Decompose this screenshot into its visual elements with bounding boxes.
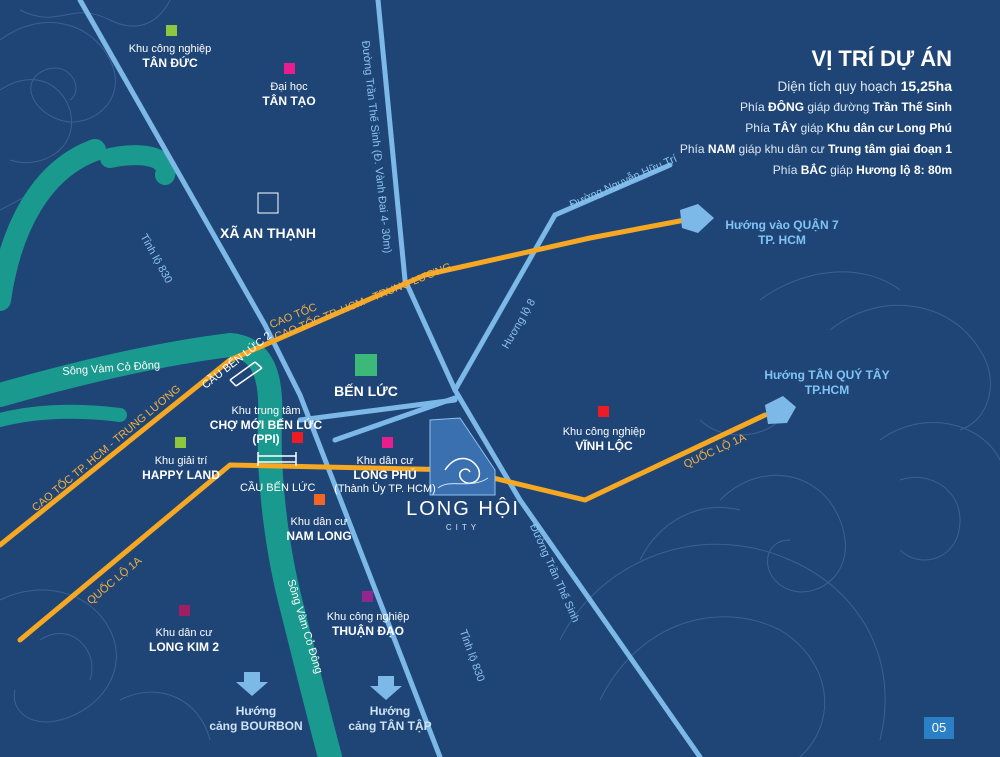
border-east: Phía ĐÔNG giáp đường Trần Thế Sinh bbox=[740, 100, 952, 114]
tan-duc-label: Khu công nghiệp TÂN ĐỨC bbox=[128, 43, 212, 70]
an-thanh-marker bbox=[257, 192, 279, 214]
happy-land-marker bbox=[175, 437, 186, 448]
thuan-dao-label: Khu công nghiệp THUẬN ĐẠO bbox=[326, 611, 410, 638]
cau-ben-luc-label: CẦU BẾN LỨC bbox=[240, 482, 316, 494]
area-row: Diện tích quy hoạch 15,25ha bbox=[777, 78, 952, 94]
tan-tao-marker bbox=[284, 63, 295, 74]
border-south: Phía NAM giáp khu dân cư Trung tâm giai … bbox=[679, 142, 952, 156]
arrow-icons bbox=[236, 204, 796, 700]
logo-name: LONG HỘI bbox=[406, 498, 520, 520]
ben-luc-label: BẾN LỨC bbox=[334, 383, 398, 399]
border-north: Phía BẮC giáp Hương lộ 8: 80m bbox=[772, 163, 952, 177]
arrow-down-icon bbox=[236, 672, 268, 696]
tan-duc-marker bbox=[166, 25, 177, 36]
tan-tao-label: Đại học TÂN TẠO bbox=[262, 81, 316, 108]
thuan-dao-marker bbox=[362, 591, 373, 602]
bridge-markers bbox=[229, 361, 297, 466]
long-kim-label: Khu dân cư LONG KIM 2 bbox=[148, 627, 220, 654]
arrow-right-icon bbox=[765, 396, 796, 424]
bourbon-direction: Hướng cảng BOURBON bbox=[209, 704, 303, 733]
river bbox=[0, 139, 342, 757]
page-number: 05 bbox=[924, 717, 954, 739]
tan-quy-tay-direction: Hướng TÂN QUÝ TÂY TP.HCM bbox=[764, 368, 890, 397]
vinh-loc-marker bbox=[598, 406, 609, 417]
cho-moi-label: Khu trung tâm CHỢ MỚI BẾN LỨC (PPI) bbox=[209, 405, 323, 446]
arrow-right-icon bbox=[680, 204, 714, 233]
cho-moi-marker bbox=[292, 432, 303, 443]
nam-long-label: Khu dân cư NAM LONG bbox=[286, 516, 352, 543]
tan-tap-direction: Hướng cảng TÂN TẬP bbox=[348, 704, 432, 733]
project-info-panel: VỊ TRÍ DỰ ÁN Diện tích quy hoạch 15,25ha… bbox=[680, 44, 952, 181]
blue-roads bbox=[77, 0, 703, 757]
an-thanh-label: XÃ AN THẠNH bbox=[220, 225, 316, 241]
nam-long-marker bbox=[314, 494, 325, 505]
happy-land-label: Khu giải trí HAPPY LAND bbox=[142, 455, 220, 482]
long-phu-marker bbox=[382, 437, 393, 448]
quan7-direction: Hướng vào QUẬN 7 TP. HCM bbox=[725, 218, 839, 247]
vinh-loc-label: Khu công nghiệp VĨNH LỘC bbox=[562, 426, 646, 453]
long-kim-marker bbox=[179, 605, 190, 616]
page-title: VỊ TRÍ DỰ ÁN bbox=[811, 46, 952, 71]
long-phu-label: Khu dân cư LONG PHÚ (Thành Ủy TP. HCM) bbox=[334, 455, 436, 495]
logo-sub: CITY bbox=[445, 523, 481, 532]
border-west: Phía TÂY giáp Khu dân cư Long Phú bbox=[745, 121, 952, 135]
project-site bbox=[429, 417, 496, 496]
arrow-down-icon bbox=[370, 676, 402, 700]
ben-luc-marker bbox=[355, 354, 377, 376]
